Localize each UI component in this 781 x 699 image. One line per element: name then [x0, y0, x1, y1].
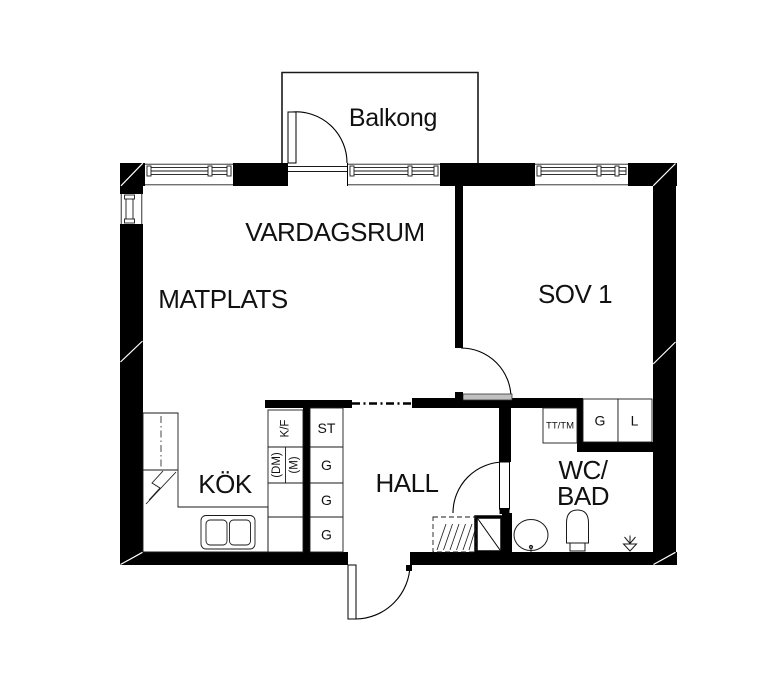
dishwasher-label: (DM)	[271, 452, 283, 478]
kitchen-sink-icon	[200, 515, 256, 550]
doors	[287, 111, 513, 620]
linen-cabinet-box	[617, 398, 653, 443]
hall-label: HALL	[375, 468, 438, 498]
wall-right	[653, 163, 676, 565]
wall-bath-left-lower	[502, 513, 512, 552]
hall-closets	[309, 407, 344, 553]
wall-kitchen-hall	[303, 408, 310, 552]
window-balcony-icon	[348, 163, 440, 186]
living-room-label: VARDAGSRUM	[245, 217, 424, 247]
fridge-freezer-label: K/F	[280, 420, 292, 438]
wall-left	[120, 163, 143, 565]
shaft-icon	[474, 515, 504, 554]
bedroom-wardrobe-label: G	[595, 413, 606, 429]
dining-area-label: MATPLATS	[158, 284, 288, 314]
entrance-door-icon	[347, 564, 412, 620]
washer-dryer-box	[542, 407, 578, 444]
cleaning-cabinet-label: ST	[318, 420, 336, 436]
bedroom-label: SOV 1	[538, 279, 612, 309]
wall-bath-left-upper	[499, 408, 511, 462]
hall-shelf-hatch	[432, 516, 477, 553]
wall-stub-closets	[577, 398, 583, 444]
kitchen-fittings	[142, 409, 304, 553]
window-living-icon	[145, 163, 233, 186]
balcony-outline	[281, 71, 479, 163]
bedroom-wardrobe-box	[582, 398, 619, 443]
floor-drain-icon	[622, 535, 638, 552]
opening-living-hall	[352, 398, 412, 408]
wall-hall-top	[412, 398, 583, 408]
balcony-label: Balkong	[349, 104, 437, 132]
hall-wardrobe-3-label: G	[321, 527, 332, 543]
wall-miters	[120, 162, 676, 566]
wall-below-wardrobes	[577, 442, 653, 452]
window-bedroom-icon	[535, 163, 628, 186]
bedroom-door-icon	[455, 347, 513, 402]
wall-kitchen-top	[265, 400, 352, 408]
window-dining-icon	[120, 194, 143, 224]
microwave-label: (M)	[289, 456, 301, 473]
wall-living-bedroom	[455, 186, 463, 348]
bathroom-fixtures	[513, 509, 638, 553]
interior-walls	[265, 186, 653, 552]
laundry-wardrobes	[542, 398, 653, 444]
linen-cabinet-label: L	[631, 413, 639, 429]
kitchen-label: KÖK	[198, 469, 253, 499]
washbasin-icon	[513, 519, 549, 553]
bathroom-label-line1: WC/	[558, 455, 608, 485]
balcony-door-icon	[287, 111, 348, 164]
hall-wardrobe-1-label: G	[321, 457, 332, 473]
washer-dryer-label: TT/TM	[546, 421, 574, 432]
bathroom-label-line2: BAD	[557, 481, 609, 511]
hall-wardrobe-2-label: G	[321, 492, 332, 508]
stove-icon	[145, 470, 177, 505]
toilet-icon	[566, 509, 589, 552]
windows	[120, 163, 628, 224]
appliance-column	[267, 409, 304, 553]
bathroom-door-icon	[452, 461, 510, 514]
